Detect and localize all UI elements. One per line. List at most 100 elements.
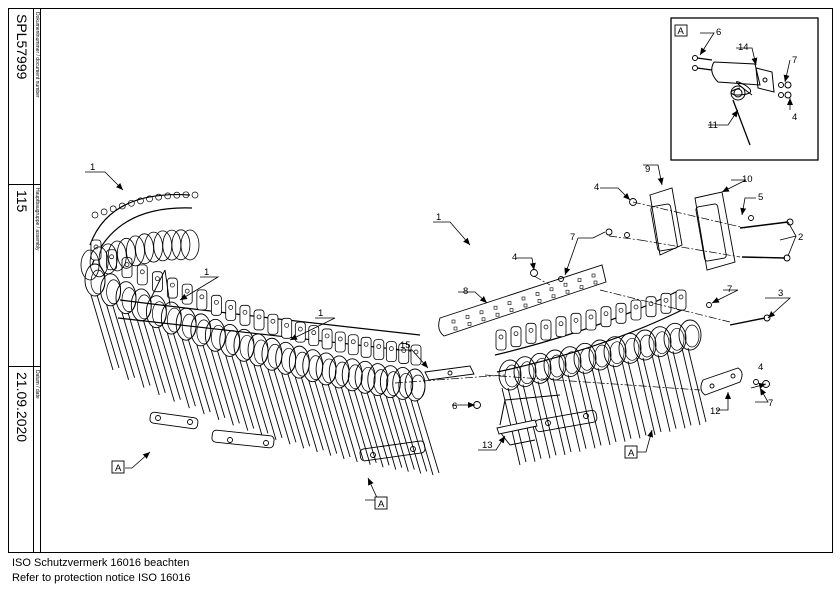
strip-hole bbox=[451, 319, 456, 324]
tine-coil bbox=[100, 249, 136, 380]
strip-hole bbox=[521, 296, 526, 301]
strip-hole bbox=[551, 294, 556, 299]
detail-ref-box bbox=[111, 460, 125, 474]
footer-protection-en: Refer to protection notice ISO 16016 bbox=[12, 572, 191, 584]
strip-hole bbox=[507, 301, 512, 305]
tine-coil bbox=[525, 322, 557, 459]
callout-1: 1 bbox=[436, 212, 441, 223]
callout-4: 4 bbox=[512, 252, 517, 263]
left-tine-belt bbox=[80, 191, 440, 476]
tine-coil bbox=[315, 328, 351, 460]
callout-1: 1 bbox=[318, 308, 323, 319]
strip-hole bbox=[523, 303, 528, 308]
callout-9: 9 bbox=[645, 164, 650, 175]
strip-hole bbox=[479, 310, 484, 315]
tine-coil bbox=[80, 211, 100, 281]
tine-coil bbox=[261, 313, 297, 445]
detail-ref-a: A bbox=[628, 448, 635, 459]
detail-ref-a: A bbox=[378, 499, 385, 510]
tine-coil bbox=[145, 271, 181, 402]
tine-coil bbox=[160, 277, 196, 409]
tine-coil bbox=[645, 296, 677, 432]
strip-hole bbox=[565, 289, 570, 294]
detail-ref-box bbox=[374, 496, 388, 510]
strip-hole bbox=[579, 285, 584, 289]
tine-coil bbox=[126, 197, 145, 267]
callout-3: 3 bbox=[778, 288, 783, 299]
tine-coil bbox=[630, 299, 662, 436]
strip-hole bbox=[481, 317, 486, 322]
strip-hole bbox=[537, 299, 542, 303]
tine-coil bbox=[247, 309, 283, 441]
callout-7: 7 bbox=[570, 232, 575, 243]
callout-12: 12 bbox=[710, 406, 721, 417]
strip-hole bbox=[465, 315, 470, 319]
tine-coil bbox=[585, 309, 617, 446]
title-block bbox=[8, 8, 41, 553]
detail-a-label: A bbox=[678, 26, 685, 37]
tine-coil bbox=[171, 191, 191, 261]
tine-coil bbox=[190, 289, 226, 421]
tine-coil bbox=[540, 319, 572, 456]
callout-4: 4 bbox=[594, 182, 599, 193]
strip-hole bbox=[593, 280, 598, 285]
strip-hole bbox=[563, 282, 568, 287]
strip-hole bbox=[509, 308, 514, 312]
strip-hole bbox=[549, 287, 554, 292]
title-block-divider bbox=[33, 8, 34, 553]
detail-callout-4: 4 bbox=[792, 112, 797, 123]
tine-coil bbox=[233, 304, 269, 436]
callout-10: 10 bbox=[742, 174, 753, 185]
strip-hole bbox=[535, 292, 540, 296]
tine-coil bbox=[116, 199, 136, 269]
tine-coil bbox=[392, 343, 428, 474]
detail-callout-14: 14 bbox=[738, 42, 749, 53]
tine-coil bbox=[219, 300, 255, 431]
title-cell-separator bbox=[8, 184, 41, 185]
tine-coil bbox=[615, 302, 647, 439]
tine-coil bbox=[354, 336, 390, 468]
detail-callout-6: 6 bbox=[716, 27, 721, 38]
detail-callout-11: 11 bbox=[708, 120, 718, 131]
tine-coil bbox=[302, 325, 338, 456]
strip-hole bbox=[577, 278, 582, 282]
drawing-frame bbox=[8, 8, 833, 553]
tine-coil bbox=[341, 334, 377, 465]
detail-callout-7: 7 bbox=[792, 55, 797, 66]
strip-hole bbox=[467, 322, 472, 326]
callout-15: 15 bbox=[400, 340, 411, 351]
strip-hole bbox=[493, 305, 498, 310]
callout-1: 1 bbox=[90, 162, 95, 173]
callout-8: 8 bbox=[463, 286, 468, 297]
callout-7: 7 bbox=[768, 398, 773, 409]
detail-a-box bbox=[670, 17, 819, 161]
tine-coil bbox=[130, 264, 166, 396]
callout-1: 1 bbox=[204, 267, 209, 278]
tine-coil bbox=[675, 289, 707, 426]
callout-5: 5 bbox=[758, 192, 763, 203]
detail-ref-a: A bbox=[115, 463, 122, 474]
title-cell-separator bbox=[8, 366, 41, 367]
tine-coil bbox=[98, 205, 118, 275]
tine-coil bbox=[555, 316, 587, 452]
detail-ref-box bbox=[624, 445, 638, 459]
strip-hole bbox=[495, 312, 500, 317]
tine-coil bbox=[107, 202, 127, 272]
tine-coil bbox=[379, 341, 415, 472]
footer-protection-de: ISO Schutzvermerk 16016 beachten bbox=[12, 557, 190, 569]
exploded-parts bbox=[394, 187, 794, 435]
tine-coil bbox=[328, 331, 364, 463]
callout-7: 7 bbox=[727, 284, 732, 295]
tine-coil bbox=[275, 317, 311, 449]
tine-coil bbox=[204, 294, 240, 426]
tine-coil bbox=[89, 208, 109, 278]
callout-13: 13 bbox=[482, 440, 493, 451]
tine-coil bbox=[180, 191, 200, 261]
callout-4: 4 bbox=[758, 362, 763, 373]
callout-6: 6 bbox=[452, 401, 457, 412]
tine-coil bbox=[570, 312, 602, 449]
leader-lines bbox=[85, 32, 797, 501]
strip-hole bbox=[453, 326, 458, 331]
tine-coil bbox=[600, 306, 632, 442]
